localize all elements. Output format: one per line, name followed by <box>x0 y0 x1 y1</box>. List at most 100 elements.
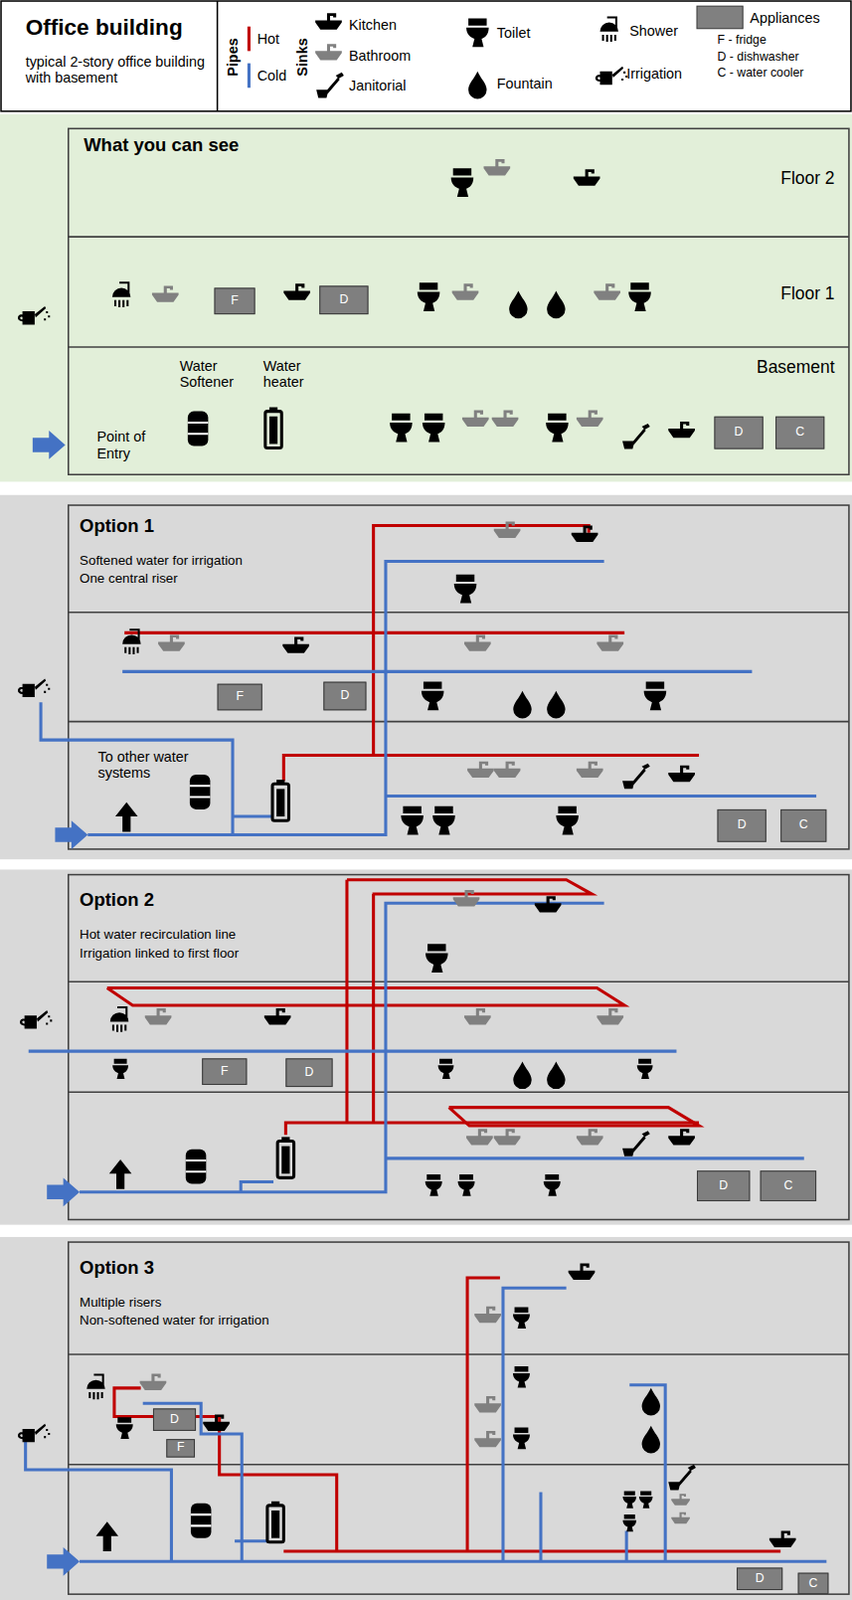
appliance-letter: D <box>734 425 744 440</box>
toilet-icon <box>451 168 475 197</box>
appliance-letter: C <box>809 1575 819 1590</box>
legend-swatch <box>696 5 743 29</box>
sink-icon <box>568 1263 596 1280</box>
janitorial-sink-icon <box>622 1130 651 1157</box>
sink-icon <box>576 410 604 427</box>
legend-label: Janitorial <box>348 77 407 95</box>
toilet-icon <box>421 681 445 711</box>
building-outline <box>68 1241 850 1594</box>
panel-note: Irrigation linked to first floor <box>79 945 239 961</box>
floor-line <box>68 345 850 348</box>
sink-icon <box>534 895 562 912</box>
sink-icon <box>474 1306 502 1323</box>
water-heater-icon <box>272 779 289 821</box>
fountain-icon <box>546 690 565 719</box>
water-softener-icon <box>190 1503 212 1538</box>
axis-label: Sinks <box>294 34 312 80</box>
sink-icon <box>315 12 342 29</box>
sink-icon <box>492 410 519 427</box>
axis-label: Pipes <box>224 34 242 80</box>
sink-icon <box>282 636 310 653</box>
sink-icon <box>571 525 599 542</box>
diagram-title: Office building <box>25 13 183 41</box>
appliance-box: D <box>153 1407 196 1431</box>
floor-label: Floor 1 <box>780 283 835 304</box>
toilet-icon <box>422 413 446 443</box>
pipe <box>629 1384 666 1562</box>
toilet-icon <box>639 1490 654 1508</box>
toilet-icon <box>512 1365 530 1388</box>
sink-icon <box>264 1008 292 1024</box>
legend-note: D - dishwasher <box>717 49 800 64</box>
appliance-box: D <box>285 1057 333 1087</box>
sink-icon <box>462 410 490 427</box>
fountain-icon <box>509 291 527 320</box>
pipe <box>503 1287 567 1561</box>
toilet-icon <box>417 282 441 312</box>
sink-icon <box>464 634 492 651</box>
toilet-icon <box>545 413 569 443</box>
appliance-letter: D <box>339 293 348 308</box>
sink-icon <box>474 1395 502 1412</box>
appliance-box: D <box>323 681 366 711</box>
shower-icon <box>599 15 618 42</box>
pipe <box>385 794 817 798</box>
building-outline <box>68 874 850 1220</box>
appliance-box: F <box>166 1438 195 1457</box>
sink-icon <box>596 634 624 651</box>
janitorial-sink-icon <box>622 763 651 790</box>
toilet-icon <box>644 681 668 711</box>
appliance-letter: F <box>176 1440 185 1455</box>
pipe <box>124 631 625 635</box>
building-outline <box>68 505 850 850</box>
water-heater-icon <box>265 407 282 449</box>
appliance-letter: D <box>718 1179 728 1193</box>
pipe <box>87 560 604 835</box>
up-arrow <box>95 1521 119 1551</box>
pipe <box>383 671 387 674</box>
sink-icon <box>668 421 695 438</box>
header-divider <box>216 0 219 112</box>
appliance-box: F <box>201 1057 247 1085</box>
point-of-entry-arrow <box>46 1546 80 1576</box>
pipe <box>122 670 752 674</box>
header-frame <box>0 0 852 112</box>
toilet-icon <box>512 1306 530 1329</box>
floor-line <box>68 235 850 238</box>
appliance-box: D <box>696 1170 750 1201</box>
appliance-box: C <box>798 1572 830 1595</box>
appliance-box: C <box>775 416 825 450</box>
legend-swatch <box>247 26 251 52</box>
sink-icon <box>315 43 342 60</box>
sink-icon <box>494 520 521 537</box>
appliance-box: D <box>736 1566 783 1590</box>
fountain-icon <box>468 71 487 100</box>
appliance-letter: F <box>220 1064 229 1079</box>
panel: Option 1Softened water for irrigationOne… <box>0 495 852 859</box>
appliance-letter: F <box>230 294 239 309</box>
pipe <box>283 1549 781 1553</box>
toilet-icon <box>432 806 456 836</box>
floor-line <box>68 720 850 723</box>
floor-line <box>68 1353 850 1356</box>
pipe <box>143 1402 243 1561</box>
panel-ground <box>0 114 852 482</box>
janitorial-sink-icon <box>668 1464 696 1491</box>
shower-icon <box>112 281 131 308</box>
appliance-box: C <box>760 1170 817 1201</box>
sink-icon <box>158 634 185 651</box>
appliance-letter: D <box>737 818 747 833</box>
shower-icon <box>86 1372 105 1399</box>
pipe <box>232 815 273 819</box>
janitorial-sink-icon <box>316 72 344 99</box>
pipe <box>79 902 605 1192</box>
up-arrow <box>115 802 139 833</box>
sink-icon <box>769 1531 797 1547</box>
pipe <box>79 1559 827 1563</box>
sink-icon <box>494 761 521 778</box>
water-softener-icon <box>187 411 209 447</box>
sink-icon <box>152 285 179 302</box>
panel: What you can seeFloor 2Floor 1FDBasement… <box>0 114 852 482</box>
sink-icon <box>573 169 601 185</box>
